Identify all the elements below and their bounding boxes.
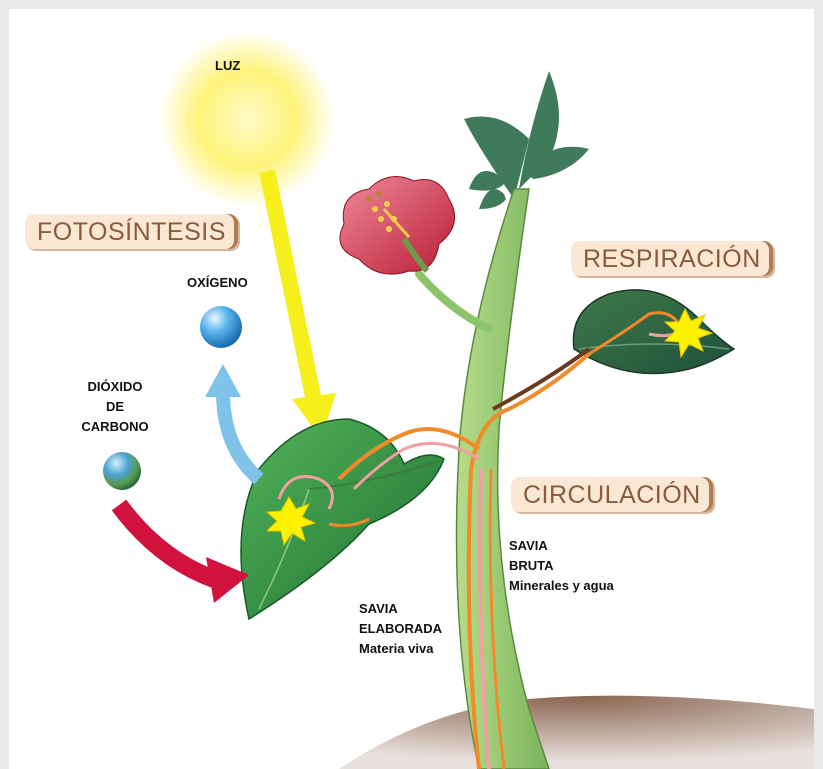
flower-stalk xyxy=(419,274,489,329)
raw-sap-line-1: SAVIA xyxy=(509,536,614,556)
co2-arrow xyxy=(119,505,249,603)
sun-icon xyxy=(159,31,335,207)
oxygen-arrow xyxy=(205,364,259,479)
flower-icon xyxy=(340,177,455,275)
carbon-dioxide-line-2: DE xyxy=(75,397,155,417)
raw-sap-line-2: BRUTA xyxy=(509,556,614,576)
carbon-dioxide-label: DIÓXIDO DE CARBONO xyxy=(75,377,155,437)
respiration-tag: RESPIRACIÓN xyxy=(571,241,773,276)
oxygen-sphere-icon xyxy=(200,306,242,348)
diagram-canvas: LUZ FOTOSÍNTESIS RESPIRACIÓN CIRCULACIÓN… xyxy=(9,9,814,769)
raw-sap-line-3: Minerales y agua xyxy=(509,576,614,596)
leaf-respiration xyxy=(493,290,734,409)
elaborated-sap-line-3: Materia viva xyxy=(359,639,442,659)
carbon-dioxide-line-1: DIÓXIDO xyxy=(75,377,155,397)
circulation-tag: CIRCULACIÓN xyxy=(511,477,713,512)
elaborated-sap-label: SAVIA ELABORADA Materia viva xyxy=(359,599,442,659)
soil xyxy=(339,696,814,769)
oxygen-label: OXÍGENO xyxy=(187,273,248,293)
photosynthesis-tag: FOTOSÍNTESIS xyxy=(25,214,238,249)
elaborated-sap-line-2: ELABORADA xyxy=(359,619,442,639)
carbon-dioxide-line-3: CARBONO xyxy=(75,417,155,437)
raw-sap-label: SAVIA BRUTA Minerales y agua xyxy=(509,536,614,596)
light-label: LUZ xyxy=(215,56,240,76)
elaborated-sap-line-1: SAVIA xyxy=(359,599,442,619)
leaf-photosynthesis xyxy=(241,419,444,619)
light-arrow xyxy=(267,171,336,439)
carbon-dioxide-sphere-icon xyxy=(103,452,141,490)
